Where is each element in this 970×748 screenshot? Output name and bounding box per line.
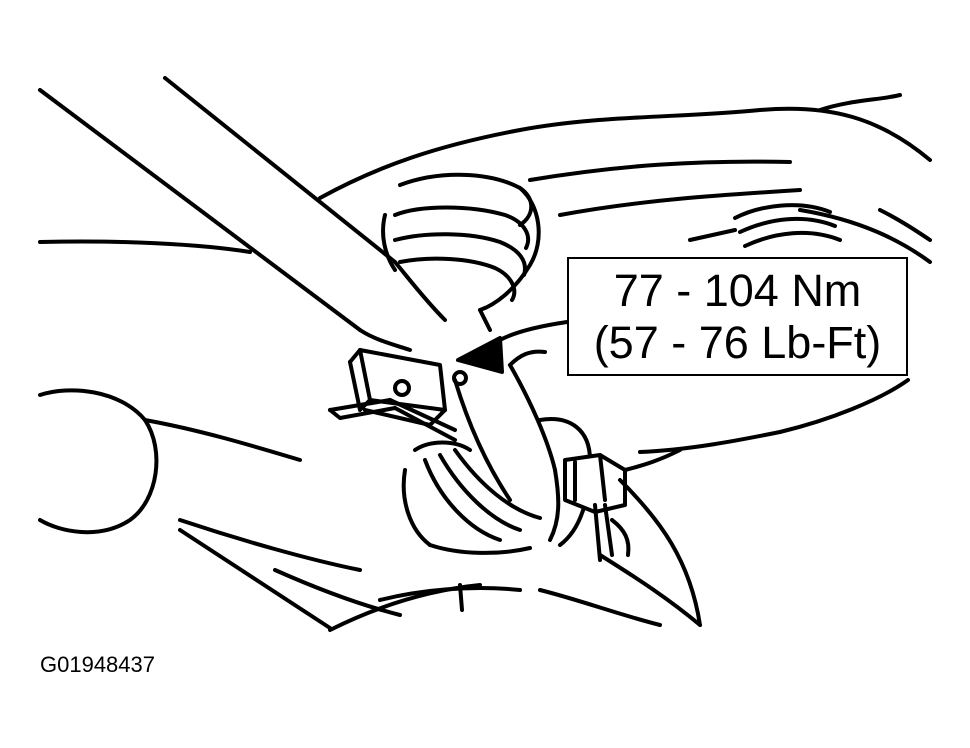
- steering-knuckle: [453, 349, 561, 542]
- control-arm: [38, 76, 447, 352]
- callout-leader-line: [498, 320, 569, 342]
- lower-structure: [178, 478, 702, 632]
- pinch-bolt-assembly: [328, 348, 468, 442]
- torque-metric-value: 77 - 104 Nm: [613, 264, 862, 316]
- tie-rod-end: [563, 448, 682, 562]
- torque-imperial-value: (57 - 76 Lb-Ft): [593, 316, 882, 368]
- lower-ball-joint-boot: [401, 417, 592, 555]
- torque-arrow-icon: [456, 336, 504, 374]
- body-outline: [38, 93, 932, 454]
- figure-id: G01948437: [40, 652, 155, 677]
- wheel-hub-outline: [38, 388, 362, 572]
- torque-callout-box: 77 - 104 Nm (57 - 76 Lb-Ft): [567, 257, 908, 376]
- upper-ball-joint-boot: [381, 172, 541, 332]
